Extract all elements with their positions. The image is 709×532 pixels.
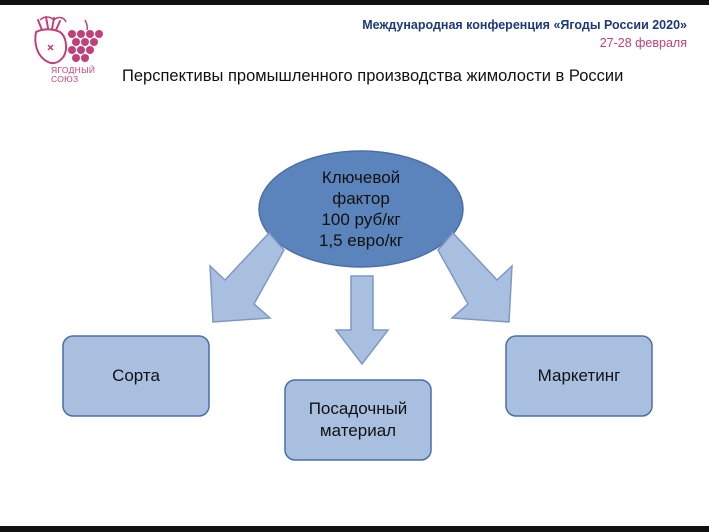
marketing-label: Маркетинг — [537, 366, 621, 385]
key-factor-ellipse — [258, 150, 464, 268]
berry-logo-icon — [34, 16, 103, 65]
marketing-node: Маркетинг — [506, 336, 652, 416]
key-factor-line1: Ключевой — [321, 168, 401, 187]
slide-title: Перспективы промышленного производства ж… — [122, 67, 624, 85]
arrow-to-varieties — [209, 231, 285, 323]
arrow-to-marketing — [437, 231, 513, 323]
conference-date: 27-28 февраля — [599, 36, 687, 50]
key-factor-price-rub: 100 руб/кг — [321, 210, 401, 229]
berry-union-logo — [30, 12, 120, 92]
planting-material-node: Посадочный материал — [285, 380, 431, 460]
logo-text-line2: СОЮЗ — [51, 74, 79, 84]
logo-text-line1: ЯГОДНЫЙ — [51, 65, 96, 75]
varieties-label: Сорта — [112, 366, 160, 385]
arrow-to-planting-material — [334, 275, 390, 366]
varieties-box-shape — [62, 335, 210, 417]
top-border — [0, 0, 709, 5]
planting-label-line1: Посадочный — [308, 399, 408, 418]
logo-text: ЯГОДНЫЙ СОЮЗ — [51, 66, 111, 84]
conference-title: Международная конференция «Ягоды России … — [362, 18, 687, 32]
key-factor-node: Ключевой фактор 100 руб/кг 1,5 евро/кг — [258, 150, 464, 268]
planting-box-shape — [284, 379, 432, 461]
key-factor-price-eur: 1,5 евро/кг — [318, 231, 404, 250]
marketing-box-shape — [505, 335, 653, 417]
planting-label-line2: материал — [319, 421, 397, 440]
varieties-node: Сорта — [63, 336, 209, 416]
bottom-border — [0, 526, 709, 532]
key-factor-line2: фактор — [332, 189, 390, 208]
